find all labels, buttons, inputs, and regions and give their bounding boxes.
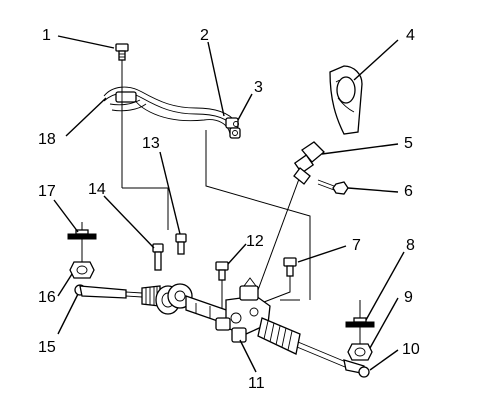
callout-9: 9 bbox=[404, 289, 413, 306]
callout-5: 5 bbox=[404, 135, 413, 152]
cotter-pin-8 bbox=[345, 317, 375, 328]
leader-lines bbox=[53, 35, 405, 373]
callout-3: 3 bbox=[254, 79, 263, 96]
intermediate-shaft-seal-4 bbox=[329, 65, 363, 135]
callout-labels: 1 2 3 4 5 6 7 8 9 10 11 12 13 14 15 16 1… bbox=[38, 27, 420, 392]
callout-2: 2 bbox=[200, 27, 209, 44]
nut-16 bbox=[69, 261, 95, 279]
callout-4: 4 bbox=[406, 27, 415, 44]
callout-12: 12 bbox=[246, 233, 264, 250]
callout-11: 11 bbox=[248, 375, 265, 392]
bolt-12 bbox=[215, 261, 229, 281]
bolt-13 bbox=[175, 233, 187, 255]
steering-gear-11 bbox=[74, 277, 370, 378]
callout-17: 17 bbox=[38, 183, 56, 200]
callout-18: 18 bbox=[38, 131, 56, 148]
callout-14: 14 bbox=[88, 181, 106, 198]
fluid-pipe-assembly bbox=[103, 86, 241, 139]
bolt-1 bbox=[115, 43, 129, 61]
callout-7: 7 bbox=[352, 237, 361, 254]
steering-coupling-5 bbox=[293, 141, 325, 185]
callout-6: 6 bbox=[404, 183, 413, 200]
callout-13: 13 bbox=[142, 135, 160, 152]
nut-9 bbox=[347, 343, 373, 361]
bolt-14 bbox=[152, 243, 164, 271]
callout-16: 16 bbox=[38, 289, 56, 306]
callout-10: 10 bbox=[402, 341, 420, 358]
callout-15: 15 bbox=[38, 339, 56, 356]
bolt-7 bbox=[283, 257, 297, 277]
pinch-bolt-6 bbox=[317, 179, 349, 195]
callout-8: 8 bbox=[406, 237, 415, 254]
cotter-pin-17 bbox=[67, 229, 97, 240]
callout-1: 1 bbox=[42, 27, 51, 44]
